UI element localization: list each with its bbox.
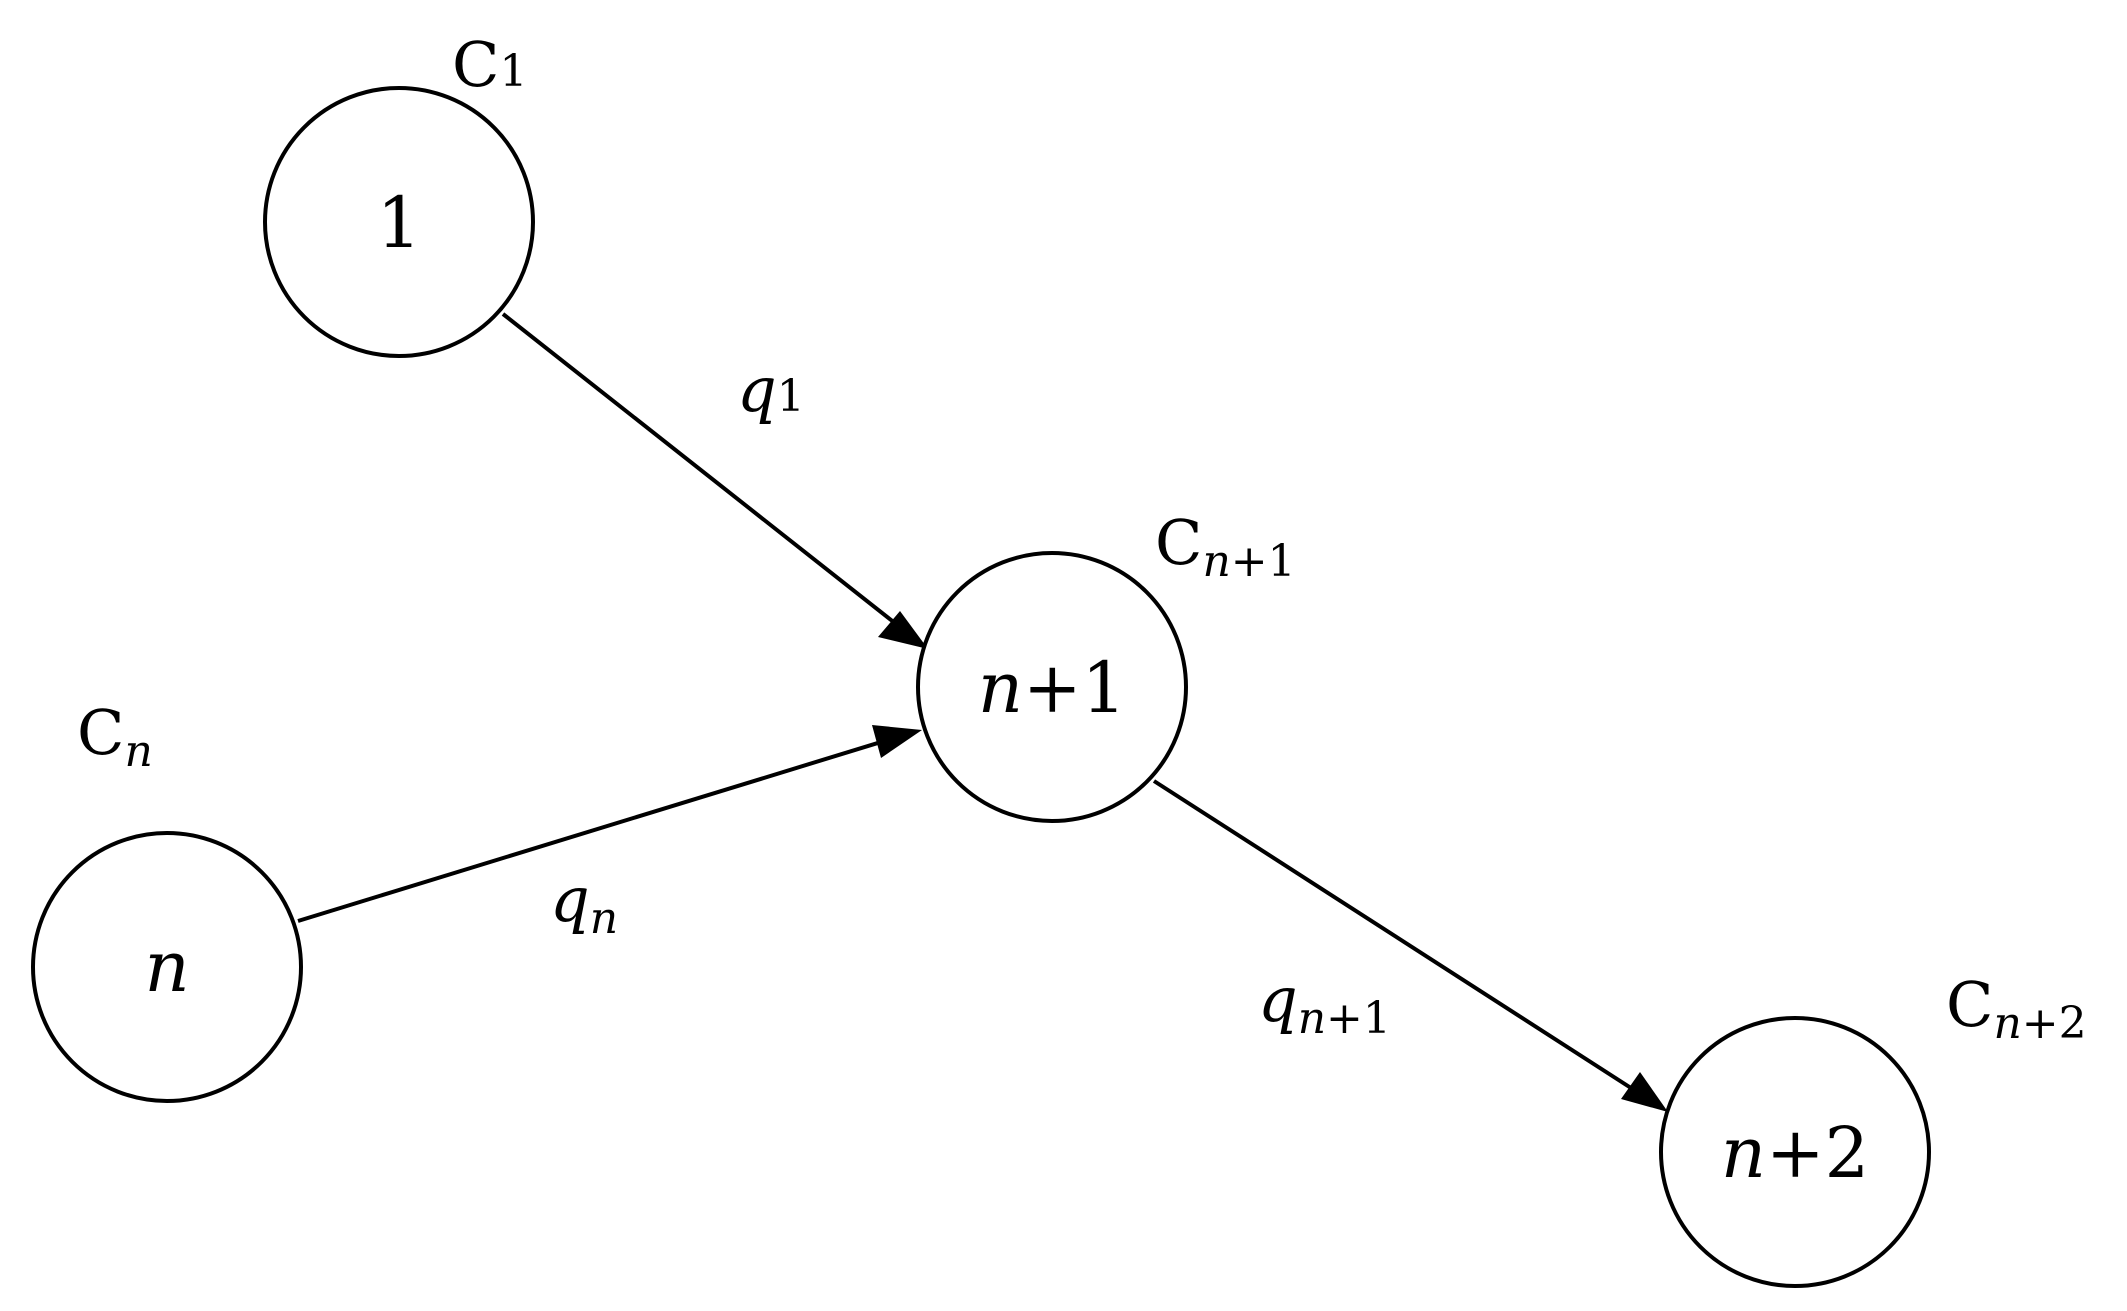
node-circle bbox=[263, 86, 535, 358]
caption-sub-var: n bbox=[124, 726, 152, 777]
nodes: 1 n n+1 n+2 bbox=[31, 86, 1931, 1288]
node-label-num: 1 bbox=[1082, 647, 1127, 729]
edge-label-q1: q1 bbox=[737, 353, 805, 426]
node-label: n+2 bbox=[1721, 1112, 1869, 1194]
caption-main: C bbox=[1946, 968, 1993, 1041]
caption-sub-num: 1 bbox=[1268, 536, 1296, 587]
arrowhead-icon bbox=[872, 725, 922, 758]
node-caption-cn: Cn bbox=[77, 696, 153, 777]
edges bbox=[297, 312, 1668, 1112]
node-label-var: n bbox=[144, 926, 189, 1008]
node-circle bbox=[31, 831, 303, 1103]
edge-label-sub-num: 1 bbox=[1363, 993, 1391, 1044]
node-label-op: + bbox=[1023, 647, 1082, 729]
caption-sub-var: n bbox=[1993, 998, 2021, 1049]
edge-n-to-n-plus-1 bbox=[297, 725, 922, 923]
node-label-op: + bbox=[1766, 1112, 1825, 1194]
node-caption-c1: C1 bbox=[452, 28, 527, 101]
edge-label-sub-op: + bbox=[1326, 993, 1363, 1044]
edge-n-plus-1-to-n-plus-2 bbox=[1152, 779, 1668, 1112]
caption-sub-num: 2 bbox=[2059, 998, 2087, 1049]
edge-label-qn: qn bbox=[550, 863, 618, 944]
edge-labels: q1 qn qn+1 bbox=[550, 353, 1391, 1044]
node-n-plus-2: n+2 bbox=[1659, 1016, 1931, 1288]
node-n-plus-1: n+1 bbox=[916, 551, 1188, 823]
node-label-num: 1 bbox=[377, 182, 422, 264]
node-label: n+1 bbox=[978, 647, 1126, 729]
edge-line bbox=[1152, 779, 1647, 1099]
edge-label-sub-var: n bbox=[1298, 993, 1326, 1044]
node-label-num: 2 bbox=[1825, 1112, 1870, 1194]
node-label-var: n bbox=[978, 647, 1023, 729]
caption-main: C bbox=[452, 28, 499, 101]
caption-main: C bbox=[77, 696, 124, 769]
edge-label-main: q bbox=[1258, 963, 1298, 1036]
node-label: n bbox=[144, 926, 189, 1008]
node-circle bbox=[916, 551, 1188, 823]
arrowhead-icon bbox=[878, 611, 928, 649]
node-1: 1 bbox=[263, 86, 535, 358]
edge-1-to-n-plus-1 bbox=[501, 312, 928, 649]
caption-sub-op: + bbox=[2022, 998, 2059, 1049]
edge-line bbox=[501, 312, 907, 633]
node-label: 1 bbox=[377, 182, 422, 264]
node-captions: C1 Cn Cn+1 Cn+2 bbox=[77, 28, 2087, 1049]
edge-label-sub-num: 1 bbox=[777, 371, 805, 422]
arrowhead-icon bbox=[1621, 1072, 1668, 1112]
edge-label-main: q bbox=[550, 863, 590, 936]
caption-sub-var: n bbox=[1202, 536, 1230, 587]
node-caption-cn1: Cn+1 bbox=[1155, 506, 1296, 587]
node-label-var: n bbox=[1721, 1112, 1766, 1194]
caption-sub-op: + bbox=[1231, 536, 1268, 587]
edge-label-qn1: qn+1 bbox=[1258, 963, 1391, 1044]
edge-label-sub-var: n bbox=[590, 893, 618, 944]
node-circle bbox=[1659, 1016, 1931, 1288]
caption-main: C bbox=[1155, 506, 1202, 579]
node-n: n bbox=[31, 831, 303, 1103]
edge-line bbox=[297, 736, 895, 923]
caption-sub-num: 1 bbox=[499, 46, 527, 97]
edge-label-main: q bbox=[737, 353, 777, 426]
node-caption-cn2: Cn+2 bbox=[1946, 968, 2087, 1049]
